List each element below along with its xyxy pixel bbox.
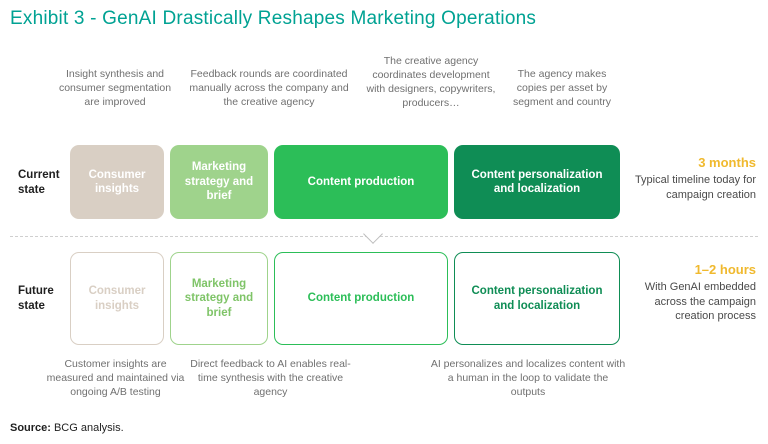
- future-stage-consumer-insights: Consumer insights: [70, 252, 164, 345]
- source-text: BCG analysis.: [53, 422, 124, 434]
- current-annotation-marketing-strategy: Feedback rounds are coordinated manually…: [189, 68, 349, 108]
- future-stage-marketing-strategy: Marketing strategy and brief: [170, 252, 268, 345]
- current-stage-content-production: Content production: [274, 145, 448, 219]
- current-annotation-personalization: The agency makes copies per asset by seg…: [512, 68, 612, 108]
- state-divider-line: [10, 236, 758, 237]
- future-annotation-personalization: AI personalizes and localizes content wi…: [430, 358, 626, 398]
- source-label: Source:: [10, 422, 51, 434]
- current-state-label: Current state: [18, 169, 60, 196]
- stage-label: Marketing strategy and brief: [184, 161, 254, 203]
- current-timeline-value: 3 months: [698, 155, 756, 170]
- stage-label: Content production: [307, 175, 415, 188]
- future-timeline-value: 1–2 hours: [694, 262, 756, 277]
- stage-label: Content production: [307, 292, 415, 305]
- stage-label: Content personalization and localization: [471, 285, 603, 312]
- current-timeline-description: Typical timeline today for campaign crea…: [634, 174, 756, 201]
- stage-label: Consumer insights: [88, 168, 146, 195]
- future-timeline-description: With GenAI embedded across the campaign …: [644, 281, 756, 323]
- stage-label: Content personalization and localization: [471, 168, 603, 195]
- future-stage-content-production: Content production: [274, 252, 448, 345]
- future-stage-personalization: Content personalization and localization: [454, 252, 620, 345]
- current-annotation-content-production: The creative agency coordinates developm…: [366, 55, 496, 109]
- future-annotation-marketing-strategy: Direct feedback to AI enables real-time …: [190, 358, 351, 398]
- exhibit-title: Exhibit 3 - GenAI Drastically Reshapes M…: [10, 8, 537, 29]
- divider-chevron-down-icon: [363, 224, 383, 244]
- future-state-label: Future state: [18, 285, 54, 312]
- current-timeline: 3 months Typical timeline today for camp…: [624, 155, 756, 202]
- current-stage-marketing-strategy: Marketing strategy and brief: [170, 145, 268, 219]
- current-stage-consumer-insights: Consumer insights: [70, 145, 164, 219]
- source-note: Source:BCG analysis.: [10, 422, 124, 434]
- current-stage-personalization: Content personalization and localization: [454, 145, 620, 219]
- stage-label: Marketing strategy and brief: [184, 277, 254, 319]
- future-annotation-consumer-insights: Customer insights are measured and maint…: [46, 358, 185, 398]
- current-annotation-consumer-insights: Insight synthesis and consumer segmentat…: [58, 68, 172, 108]
- stage-label: Consumer insights: [88, 285, 146, 312]
- future-timeline: 1–2 hours With GenAI embedded across the…: [624, 262, 756, 324]
